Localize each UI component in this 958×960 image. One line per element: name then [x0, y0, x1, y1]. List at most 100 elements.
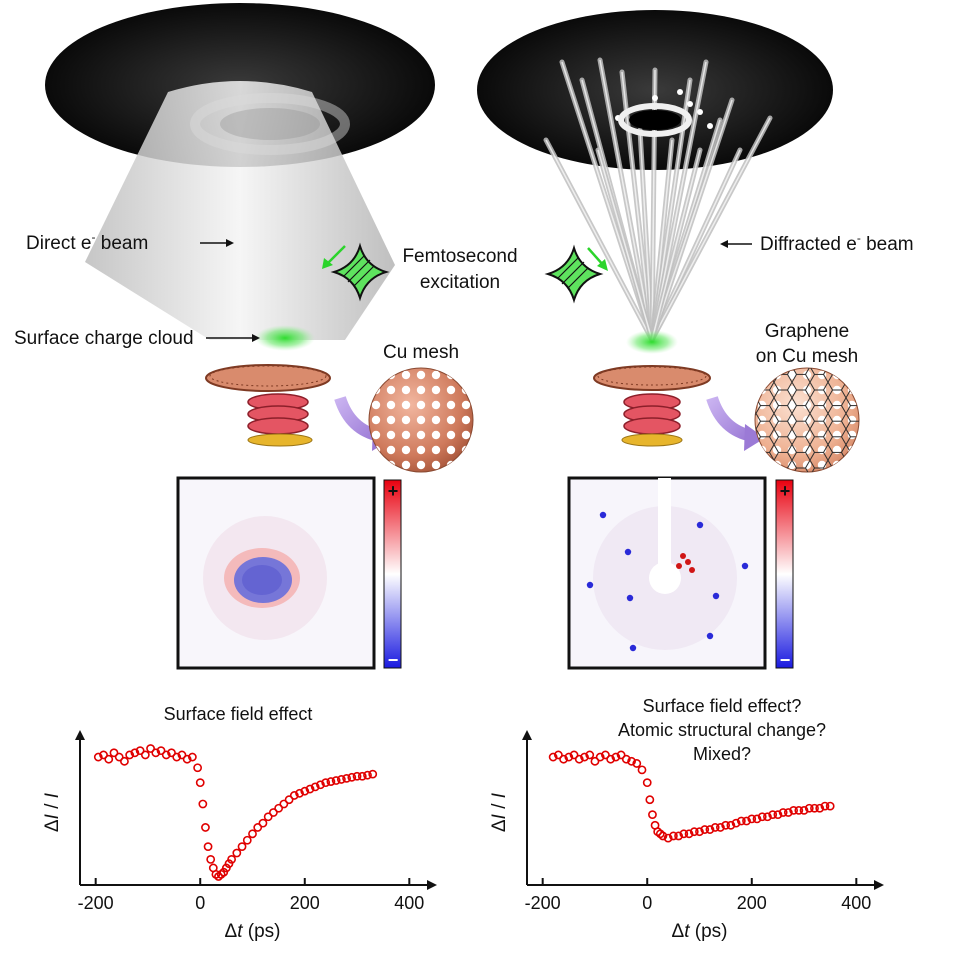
colorbar-left-plus: + — [388, 481, 399, 501]
mesh-hole — [371, 400, 381, 410]
data-point — [716, 823, 725, 832]
data-point — [104, 754, 114, 764]
chart-right-series — [548, 750, 835, 843]
mesh-hole — [446, 385, 456, 395]
mesh-hole — [401, 400, 411, 410]
data-point — [279, 799, 289, 809]
data-point — [736, 816, 746, 826]
chart-title-line: Atomic structural change? — [618, 720, 826, 740]
data-point — [548, 752, 558, 762]
data-point — [747, 814, 757, 824]
data-point — [742, 816, 751, 826]
data-point — [632, 759, 642, 768]
difference-image-left — [176, 476, 376, 670]
mesh-hole — [416, 370, 426, 380]
annotation-labels: Direct e- beam Femtosecond excitation Di… — [14, 230, 914, 367]
x-tick-label: 0 — [642, 893, 652, 913]
femtosecond-pulse-right-icon — [544, 244, 604, 304]
surface-charge-cloud — [255, 325, 315, 351]
diffracted-beam-rods — [543, 57, 773, 343]
x-axis-label: Δt (ps) — [225, 921, 281, 942]
data-point — [815, 803, 825, 813]
mesh-hole — [446, 415, 456, 425]
gold-base-right — [621, 433, 683, 447]
chart-title-line: Surface field effect — [164, 704, 313, 724]
x-tick-label: -200 — [78, 893, 114, 913]
data-point — [616, 750, 626, 760]
diff-spot-negative — [624, 548, 632, 556]
gold-base-left — [247, 433, 313, 447]
femtosecond-label-line1: Femtosecond — [402, 246, 517, 267]
charge-cloud-label: Surface charge cloud — [14, 328, 194, 349]
direct-beam-cone — [85, 81, 395, 340]
cu-grid-holder-right — [593, 365, 711, 391]
mesh-hole — [416, 430, 426, 440]
data-point — [195, 778, 205, 788]
mesh-hole — [461, 460, 471, 470]
data-point — [363, 770, 372, 780]
mesh-hole — [416, 400, 426, 410]
diff-spot-positive — [685, 559, 691, 565]
data-point — [352, 771, 362, 781]
diff-spot-positive — [680, 553, 686, 559]
mesh-hole — [371, 415, 381, 425]
data-point — [794, 805, 804, 815]
graphene-label-line1: Graphene — [765, 321, 850, 342]
data-point — [789, 805, 798, 815]
data-point — [569, 750, 579, 760]
mesh-hole — [847, 370, 857, 380]
mesh-hole — [431, 370, 441, 380]
x-tick-label: 200 — [737, 893, 767, 913]
x-tick-label: 200 — [290, 893, 320, 913]
cu-mesh-label: Cu mesh — [383, 342, 459, 363]
data-point — [731, 818, 741, 828]
mesh-hole — [416, 385, 426, 395]
data-point — [648, 810, 657, 820]
difference-image-right — [567, 476, 767, 670]
excitation-spot-right — [626, 330, 678, 354]
femtosecond-pulse-left-icon — [330, 242, 390, 302]
data-point — [347, 772, 357, 782]
mesh-hole — [431, 430, 441, 440]
data-point — [336, 775, 346, 784]
data-point — [757, 812, 767, 822]
colorbar-right: + − — [775, 479, 794, 670]
mesh-hole — [386, 400, 396, 410]
data-point — [679, 829, 689, 839]
data-point — [368, 769, 378, 779]
data-point — [140, 750, 150, 760]
data-point — [689, 827, 699, 837]
data-point — [810, 803, 819, 813]
data-point — [331, 776, 341, 785]
data-point — [559, 754, 568, 764]
mesh-hole — [431, 460, 441, 470]
mesh-hole — [386, 370, 396, 380]
chart-title-line: Mixed? — [693, 744, 751, 764]
mesh-hole — [461, 370, 471, 380]
diff-spot-negative — [586, 581, 594, 589]
data-point — [804, 803, 814, 813]
data-point — [580, 752, 589, 762]
data-point — [258, 818, 268, 828]
mesh-hole — [401, 415, 411, 425]
mesh-hole — [416, 415, 426, 425]
data-point — [161, 750, 171, 760]
data-point — [99, 750, 108, 760]
x-tick-label: 400 — [394, 893, 424, 913]
data-point — [564, 752, 574, 762]
mesh-hole — [401, 385, 411, 395]
diff-spot-negative — [599, 511, 607, 519]
data-point — [663, 833, 673, 843]
mesh-hole — [446, 370, 456, 380]
data-point — [658, 831, 668, 841]
data-point — [574, 754, 584, 764]
data-point — [773, 810, 783, 820]
graphene-lattice — [755, 368, 859, 472]
charge-cloud-pointer-icon — [252, 334, 260, 342]
diff-spot-negative — [626, 594, 634, 602]
data-point — [242, 835, 252, 845]
data-point — [177, 750, 187, 760]
data-point — [627, 756, 636, 766]
mesh-hole — [431, 400, 441, 410]
